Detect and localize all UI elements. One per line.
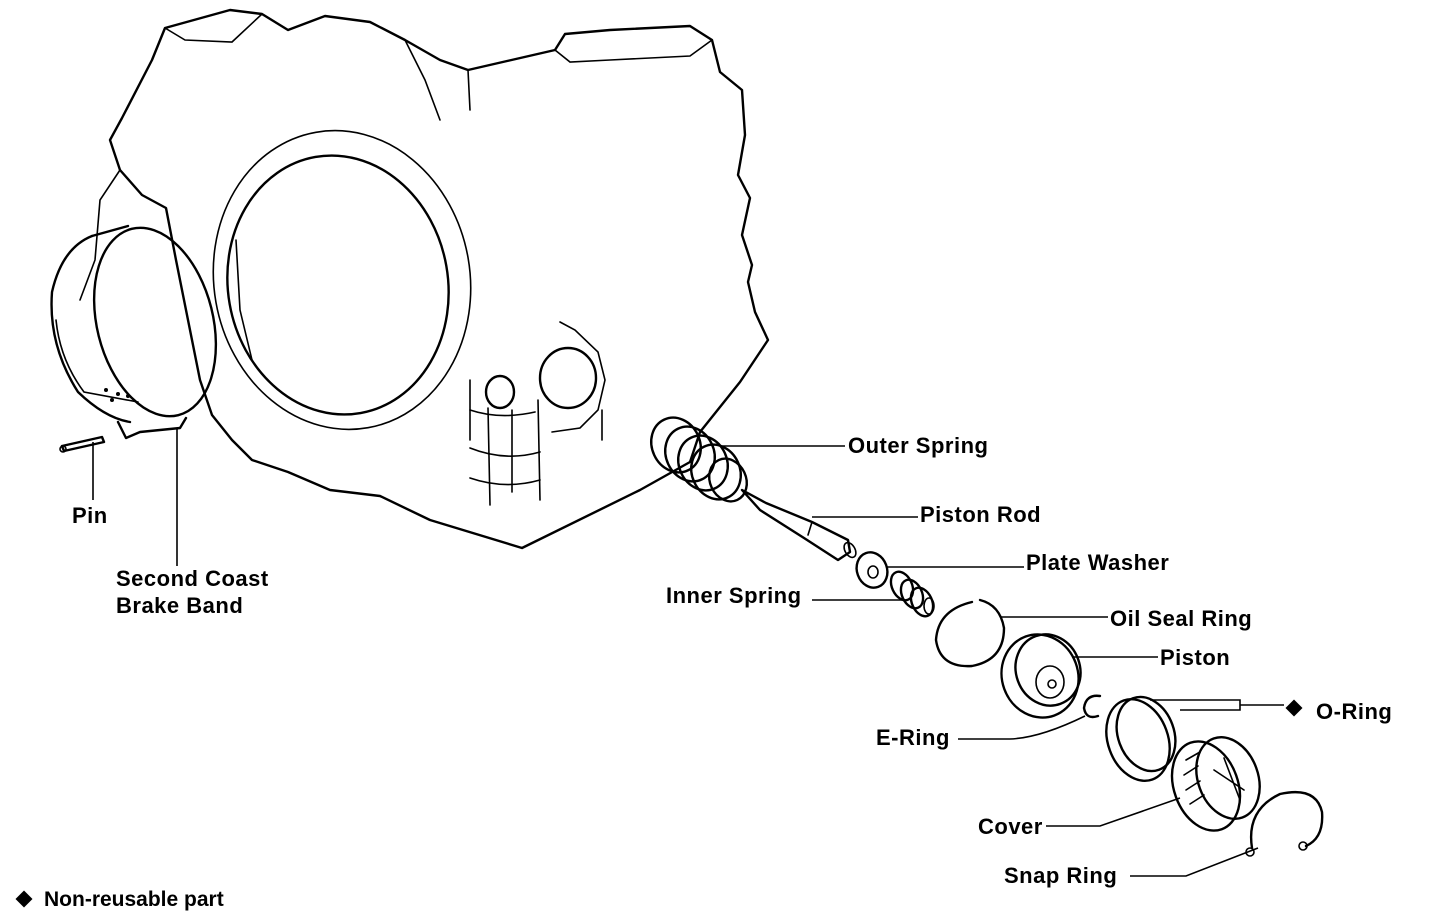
label-piston-rod: Piston Rod (920, 502, 1042, 527)
inner-spring-drawing (889, 570, 935, 618)
legend-diamond-icon (15, 890, 33, 908)
label-snap-ring: Snap Ring (1004, 863, 1118, 888)
cover-drawing (1170, 736, 1261, 832)
leader-lines (92, 428, 1284, 877)
o-ring-drawing (1105, 695, 1177, 782)
label-cover: Cover (978, 814, 1043, 839)
label-plate-washer: Plate Washer (1026, 550, 1170, 575)
piston-rod-drawing (740, 488, 857, 562)
plate-washer-drawing (855, 551, 889, 589)
label-o-ring: O-Ring (1316, 699, 1393, 724)
label-second-coast-brake-band-line2: Brake Band (116, 593, 244, 618)
oil-seal-ring-drawing (934, 598, 1006, 668)
label-inner-spring: Inner Spring (666, 583, 802, 608)
legend: Non-reusable part (14, 888, 224, 912)
label-oil-seal-ring: Oil Seal Ring (1110, 606, 1253, 631)
outer-spring-drawing (650, 416, 748, 503)
label-second-coast-brake-band-line1: Second Coast (116, 566, 269, 591)
piston-drawing (1000, 633, 1082, 719)
label-pin: Pin (72, 503, 108, 528)
pin-drawing (59, 435, 106, 453)
label-e-ring: E-Ring (876, 725, 950, 750)
label-outer-spring: Outer Spring (848, 433, 989, 458)
transmission-case (79, 8, 770, 550)
label-piston: Piston (1160, 645, 1231, 670)
legend-text: Non-reusable part (44, 888, 224, 911)
brake-band-drawing (50, 224, 218, 440)
e-ring-drawing (1082, 694, 1102, 719)
